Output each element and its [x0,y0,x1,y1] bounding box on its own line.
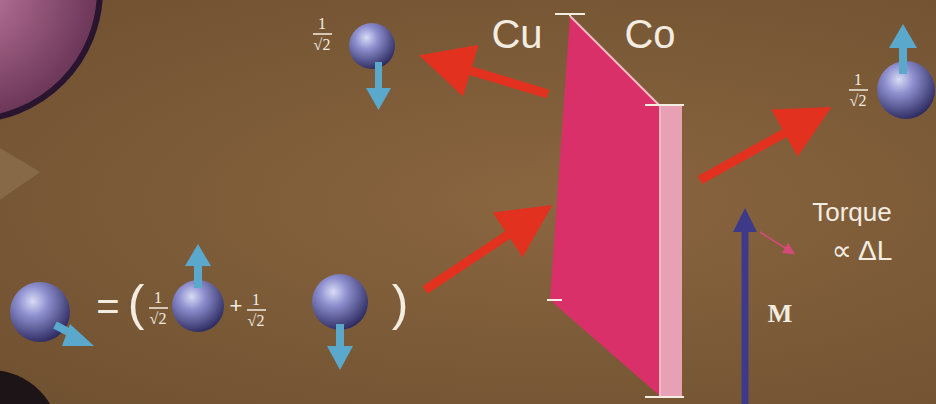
spin-down-ball [312,274,368,370]
layer-name: Cu [491,12,542,56]
spin-up-ball [172,244,224,332]
magnetization-head [733,208,757,232]
fraction-numerator: 1 [252,291,260,309]
reflected-arrow [445,63,548,94]
layer-name: Co [624,12,675,56]
torque-arrow [760,232,790,251]
magnetization-arrow [742,228,749,404]
bracket [645,105,684,397]
parenthesis: ) [392,276,409,331]
fraction-denominator: √2 [150,310,167,328]
fraction-denominator: √2 [314,36,331,54]
magnetization-label: M [768,300,793,329]
fraction-bar [849,89,868,91]
co-layer [660,105,682,396]
incident-arrow [425,220,530,290]
fraction-numerator: 1 [318,15,326,33]
fraction-denominator: √2 [248,312,265,330]
chip-wafer [0,0,100,120]
tilted-spin-ball [10,282,94,346]
parenthesis: ( [128,276,145,331]
plus-sign: + [230,294,243,318]
cu-layer [550,16,660,396]
dark-disc [0,370,60,404]
torque-label: Torque [812,198,892,227]
transmitted-arrow [700,120,808,180]
slab-edge [570,16,660,396]
fraction-bar [313,33,332,35]
fraction-bar [149,307,168,309]
bracket [547,14,585,300]
torque-formula: ∝ ΔL [832,236,893,267]
fraction-denominator: √2 [850,92,867,110]
fraction-bar [247,309,266,311]
fraction-numerator: 1 [154,289,162,307]
chip-rim [0,0,100,120]
equals-sign: = [96,284,119,328]
spin-up-ball [877,24,935,119]
faded-arrow [0,148,40,200]
spin-down-ball [349,23,395,110]
fraction-numerator: 1 [854,71,862,89]
